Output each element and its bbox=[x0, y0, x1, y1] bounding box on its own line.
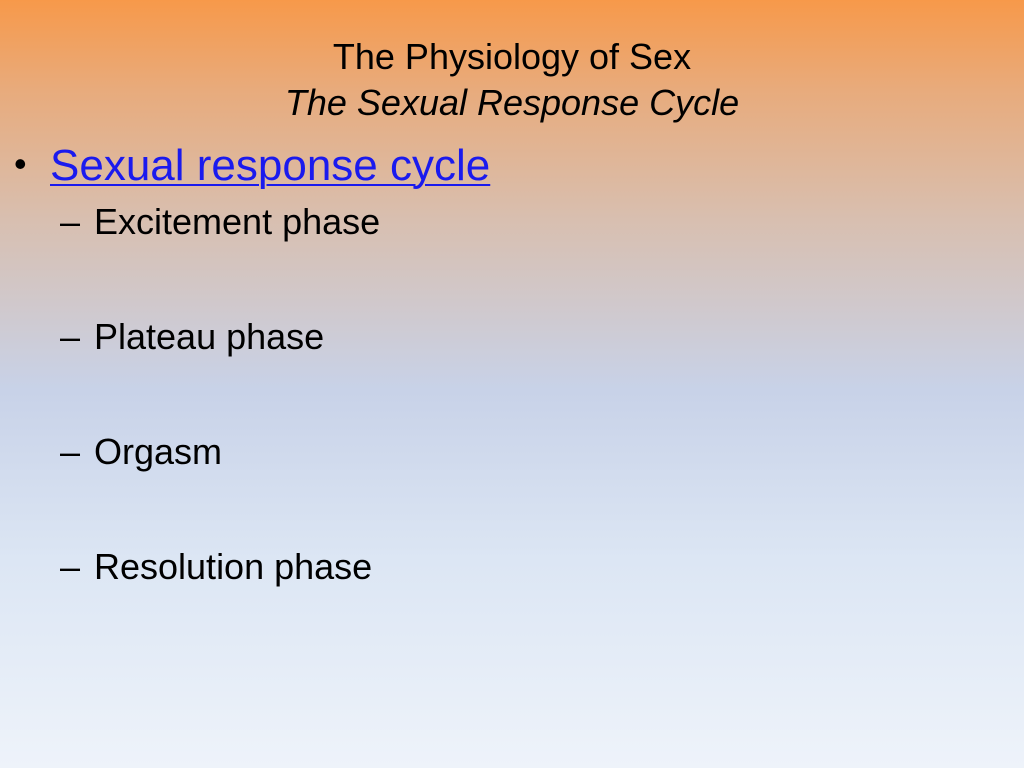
bullet-marker: • bbox=[14, 143, 27, 184]
sub-item-marker: – bbox=[60, 316, 81, 357]
sub-item-marker: – bbox=[60, 546, 81, 587]
sub-item-plateau: –Plateau phase bbox=[60, 315, 324, 359]
sub-item-label: Resolution phase bbox=[94, 546, 373, 587]
sub-item-label: Excitement phase bbox=[94, 201, 381, 242]
slide-subtitle: The Sexual Response Cycle bbox=[284, 82, 740, 123]
sub-item-marker: – bbox=[60, 431, 81, 472]
sub-item-marker: – bbox=[60, 201, 81, 242]
slide-title: The Physiology of Sex bbox=[332, 36, 692, 77]
sub-item-excitement: –Excitement phase bbox=[60, 200, 380, 244]
main-bullet: • Sexual response cycle bbox=[14, 138, 490, 192]
sub-item-label: Plateau phase bbox=[94, 316, 325, 357]
slide-title-block: The Physiology of Sex The Sexual Respons… bbox=[0, 34, 1024, 126]
sub-item-label: Orgasm bbox=[94, 431, 223, 472]
sub-item-resolution: –Resolution phase bbox=[60, 545, 372, 589]
sub-item-orgasm: –Orgasm bbox=[60, 430, 222, 474]
sexual-response-cycle-link[interactable]: Sexual response cycle bbox=[50, 141, 491, 190]
